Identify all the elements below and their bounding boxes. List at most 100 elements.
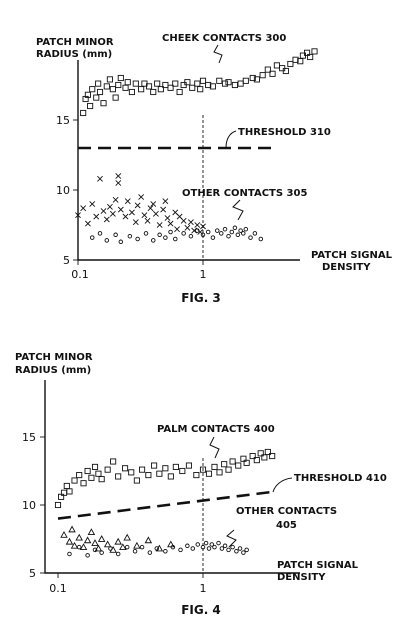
fig4-point-triangle	[119, 543, 127, 551]
fig4-point-square	[269, 452, 276, 460]
fig4-leader-palm	[209, 436, 220, 459]
fig4-xtick-label-1: 1	[200, 582, 207, 595]
fig3-point-square	[197, 86, 204, 93]
fig3-point-x	[184, 224, 191, 231]
fig3-point-x	[100, 208, 107, 214]
fig4-point-small	[163, 548, 168, 554]
fig4-ytick-label-15: 15	[22, 431, 36, 444]
fig4-point-square	[95, 470, 102, 477]
fig4-point-small	[226, 547, 231, 553]
fig4-point-square	[243, 459, 250, 466]
fig4-point-small	[85, 553, 90, 558]
fig3-point-x	[141, 212, 148, 219]
fig4-xtick-label-0.1: 0.1	[49, 582, 67, 595]
fig4-annotation-other-number: 405	[276, 520, 297, 531]
fig4-point-square	[115, 473, 122, 480]
fig3-point-square	[287, 60, 294, 68]
fig4-point-triangle	[87, 528, 96, 536]
fig4-point-small	[244, 547, 249, 553]
fig3-point-square	[154, 80, 161, 87]
fig3-point-x	[115, 173, 122, 179]
fig3-point-x	[147, 205, 154, 212]
fig3-point-x	[112, 196, 119, 203]
fig3-point-square	[264, 66, 271, 73]
fig4-point-small	[92, 547, 98, 553]
fig4-point-small	[203, 540, 209, 546]
fig3-point-small	[232, 225, 238, 231]
fig4-point-small	[209, 542, 215, 547]
fig4-point-small	[237, 546, 243, 551]
fig3-point-small	[219, 231, 224, 236]
fig3-point-x	[132, 219, 139, 226]
fig3-annotation-cheek: CHEEK CONTACTS 300	[162, 33, 286, 44]
fig4-point-square	[225, 466, 232, 473]
fig3-point-square	[100, 100, 107, 107]
fig3-point-x	[115, 180, 122, 186]
fig3-point-small	[163, 235, 168, 240]
fig3-point-square	[95, 80, 102, 87]
fig3-leader-threshold	[225, 130, 237, 149]
fig4-point-square	[221, 461, 228, 468]
fig4-point-square	[257, 450, 264, 457]
fig4-point-square	[216, 469, 223, 476]
fig3-point-square	[93, 94, 100, 101]
fig3-point-square	[269, 70, 276, 77]
fig3-point-small	[118, 239, 124, 245]
fig4-point-triangle	[133, 541, 141, 549]
fig4-point-triangle	[123, 533, 131, 541]
fig3-ylabel-line1: PATCH MINOR	[36, 37, 114, 48]
fig3-ytick-label-15: 15	[56, 114, 70, 127]
fig3-point-small	[243, 226, 249, 232]
fig4-point-triangle	[65, 537, 74, 545]
fig3-xtick-label-0.1: 0.1	[71, 268, 89, 281]
fig3-chart: PATCH MINOR RADIUS (mm) 15 10 5 0.1 1 PA…	[36, 33, 393, 305]
fig3-point-square	[128, 88, 135, 96]
fig3-point-small	[151, 238, 156, 243]
fig4-point-small	[195, 542, 200, 547]
fig4-xlabel-line1: PATCH SIGNAL	[277, 560, 359, 571]
fig3-point-square	[122, 84, 129, 91]
fig4-point-square	[98, 476, 105, 483]
fig3-point-small	[143, 231, 149, 236]
fig3-point-square	[221, 80, 229, 87]
fig4-point-square	[54, 501, 62, 509]
fig3-point-square	[138, 86, 145, 93]
fig3-caption: FIG. 3	[181, 291, 221, 305]
fig4-point-square	[84, 467, 91, 475]
fig4-point-square	[145, 472, 152, 479]
fig3-point-square	[205, 81, 212, 89]
fig3-point-x	[164, 215, 171, 221]
fig4-point-square	[121, 465, 129, 472]
fig3-point-square	[184, 79, 191, 86]
fig4-point-square	[185, 462, 192, 469]
fig3-point-square	[172, 80, 179, 87]
fig3-point-square	[145, 83, 153, 90]
fig4-point-small	[108, 546, 113, 551]
fig3-leader-other	[232, 199, 244, 221]
fig3-point-square	[112, 94, 119, 101]
fig4-point-square	[240, 455, 247, 462]
fig3-point-x	[93, 213, 100, 220]
fig3-point-x	[89, 201, 96, 207]
fig4-point-square	[229, 458, 236, 465]
fig3-point-x	[124, 198, 131, 205]
fig3-point-square	[103, 83, 110, 90]
fig4-point-small	[234, 548, 239, 554]
fig3-point-x	[134, 202, 141, 209]
fig3-point-square	[242, 77, 249, 84]
fig3-point-square	[304, 49, 311, 56]
fig3-point-square	[189, 84, 196, 91]
fig4-point-triangle	[114, 537, 122, 545]
fig3-point-small	[127, 233, 133, 239]
fig4-point-small	[139, 544, 145, 550]
fig3-point-small	[238, 228, 243, 233]
fig3-xtick-label-1: 1	[200, 268, 207, 281]
fig3-point-small	[89, 235, 95, 240]
fig3-point-small	[235, 232, 241, 238]
fig3-point-square	[225, 79, 232, 86]
fig3-point-x	[75, 212, 81, 219]
fig3-point-square	[209, 83, 216, 90]
fig3-xlabel-line1: PATCH SIGNAL	[311, 250, 393, 261]
fig4-point-triangle	[109, 545, 117, 553]
